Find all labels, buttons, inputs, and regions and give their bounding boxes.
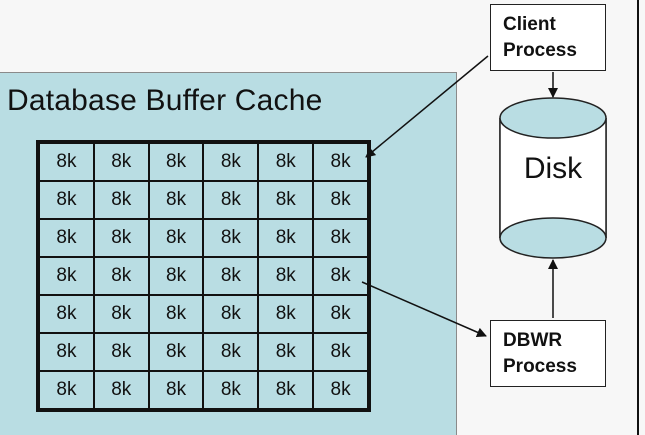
disk-cylinder xyxy=(499,97,607,259)
client-to-cache-arrow xyxy=(365,55,489,158)
buffer-block-cell: 8k xyxy=(313,219,368,257)
buffer-block-cell: 8k xyxy=(313,371,368,409)
buffer-block-cell: 8k xyxy=(93,143,149,181)
buffer-block-cell: 8k xyxy=(39,143,94,181)
buffer-block-cell: 8k xyxy=(148,371,204,409)
buffer-block-cell: 8k xyxy=(258,295,314,333)
buffer-block-cell: 8k xyxy=(203,219,259,257)
buffer-block-cell: 8k xyxy=(313,257,368,295)
buffer-block-cell: 8k xyxy=(148,333,204,371)
buffer-block-cell: 8k xyxy=(258,181,314,219)
buffer-block-cell: 8k xyxy=(203,295,259,333)
buffer-block-cell: 8k xyxy=(93,219,149,257)
buffer-block-cell: 8k xyxy=(258,333,314,371)
buffer-block-cell: 8k xyxy=(313,143,368,181)
buffer-block-cell: 8k xyxy=(203,143,259,181)
dbwr-process-line-2: Process xyxy=(503,356,577,377)
buffer-cache-title: Database Buffer Cache xyxy=(7,84,323,117)
buffer-cache-panel xyxy=(0,72,457,435)
buffer-block-cell: 8k xyxy=(203,257,259,295)
buffer-block-cell: 8k xyxy=(258,219,314,257)
buffer-block-cell: 8k xyxy=(93,181,149,219)
buffer-block-cell: 8k xyxy=(93,371,149,409)
cache-to-dbwr-arrow xyxy=(361,281,487,337)
dbwr-process-box: DBWR Process xyxy=(490,320,606,387)
client-process-line-1: Client xyxy=(503,14,556,35)
buffer-block-cell: 8k xyxy=(39,257,94,295)
buffer-block-cell: 8k xyxy=(258,371,314,409)
dbwr-process-line-1: DBWR xyxy=(503,330,563,351)
slide-edge xyxy=(637,0,639,435)
buffer-block-cell: 8k xyxy=(93,333,149,371)
buffer-block-cell: 8k xyxy=(203,371,259,409)
client-process-box: Client Process xyxy=(490,4,606,71)
buffer-block-cell: 8k xyxy=(93,295,149,333)
buffer-block-cell: 8k xyxy=(39,219,94,257)
buffer-block-cell: 8k xyxy=(258,143,314,181)
buffer-block-cell: 8k xyxy=(148,295,204,333)
buffer-block-cell: 8k xyxy=(39,181,94,219)
buffer-block-cell: 8k xyxy=(313,333,368,371)
buffer-block-cell: 8k xyxy=(148,219,204,257)
buffer-block-cell: 8k xyxy=(148,143,204,181)
buffer-block-cell: 8k xyxy=(258,257,314,295)
buffer-block-cell: 8k xyxy=(203,181,259,219)
buffer-block-cell: 8k xyxy=(203,333,259,371)
buffer-block-cell: 8k xyxy=(39,371,94,409)
buffer-block-cell: 8k xyxy=(148,181,204,219)
buffer-block-cell: 8k xyxy=(39,295,94,333)
disk-label: Disk xyxy=(523,152,583,185)
client-process-line-2: Process xyxy=(503,40,577,61)
buffer-block-cell: 8k xyxy=(313,295,368,333)
buffer-block-cell: 8k xyxy=(93,257,149,295)
buffer-block-cell: 8k xyxy=(39,333,94,371)
buffer-block-cell: 8k xyxy=(148,257,204,295)
buffer-block-cell: 8k xyxy=(313,181,368,219)
